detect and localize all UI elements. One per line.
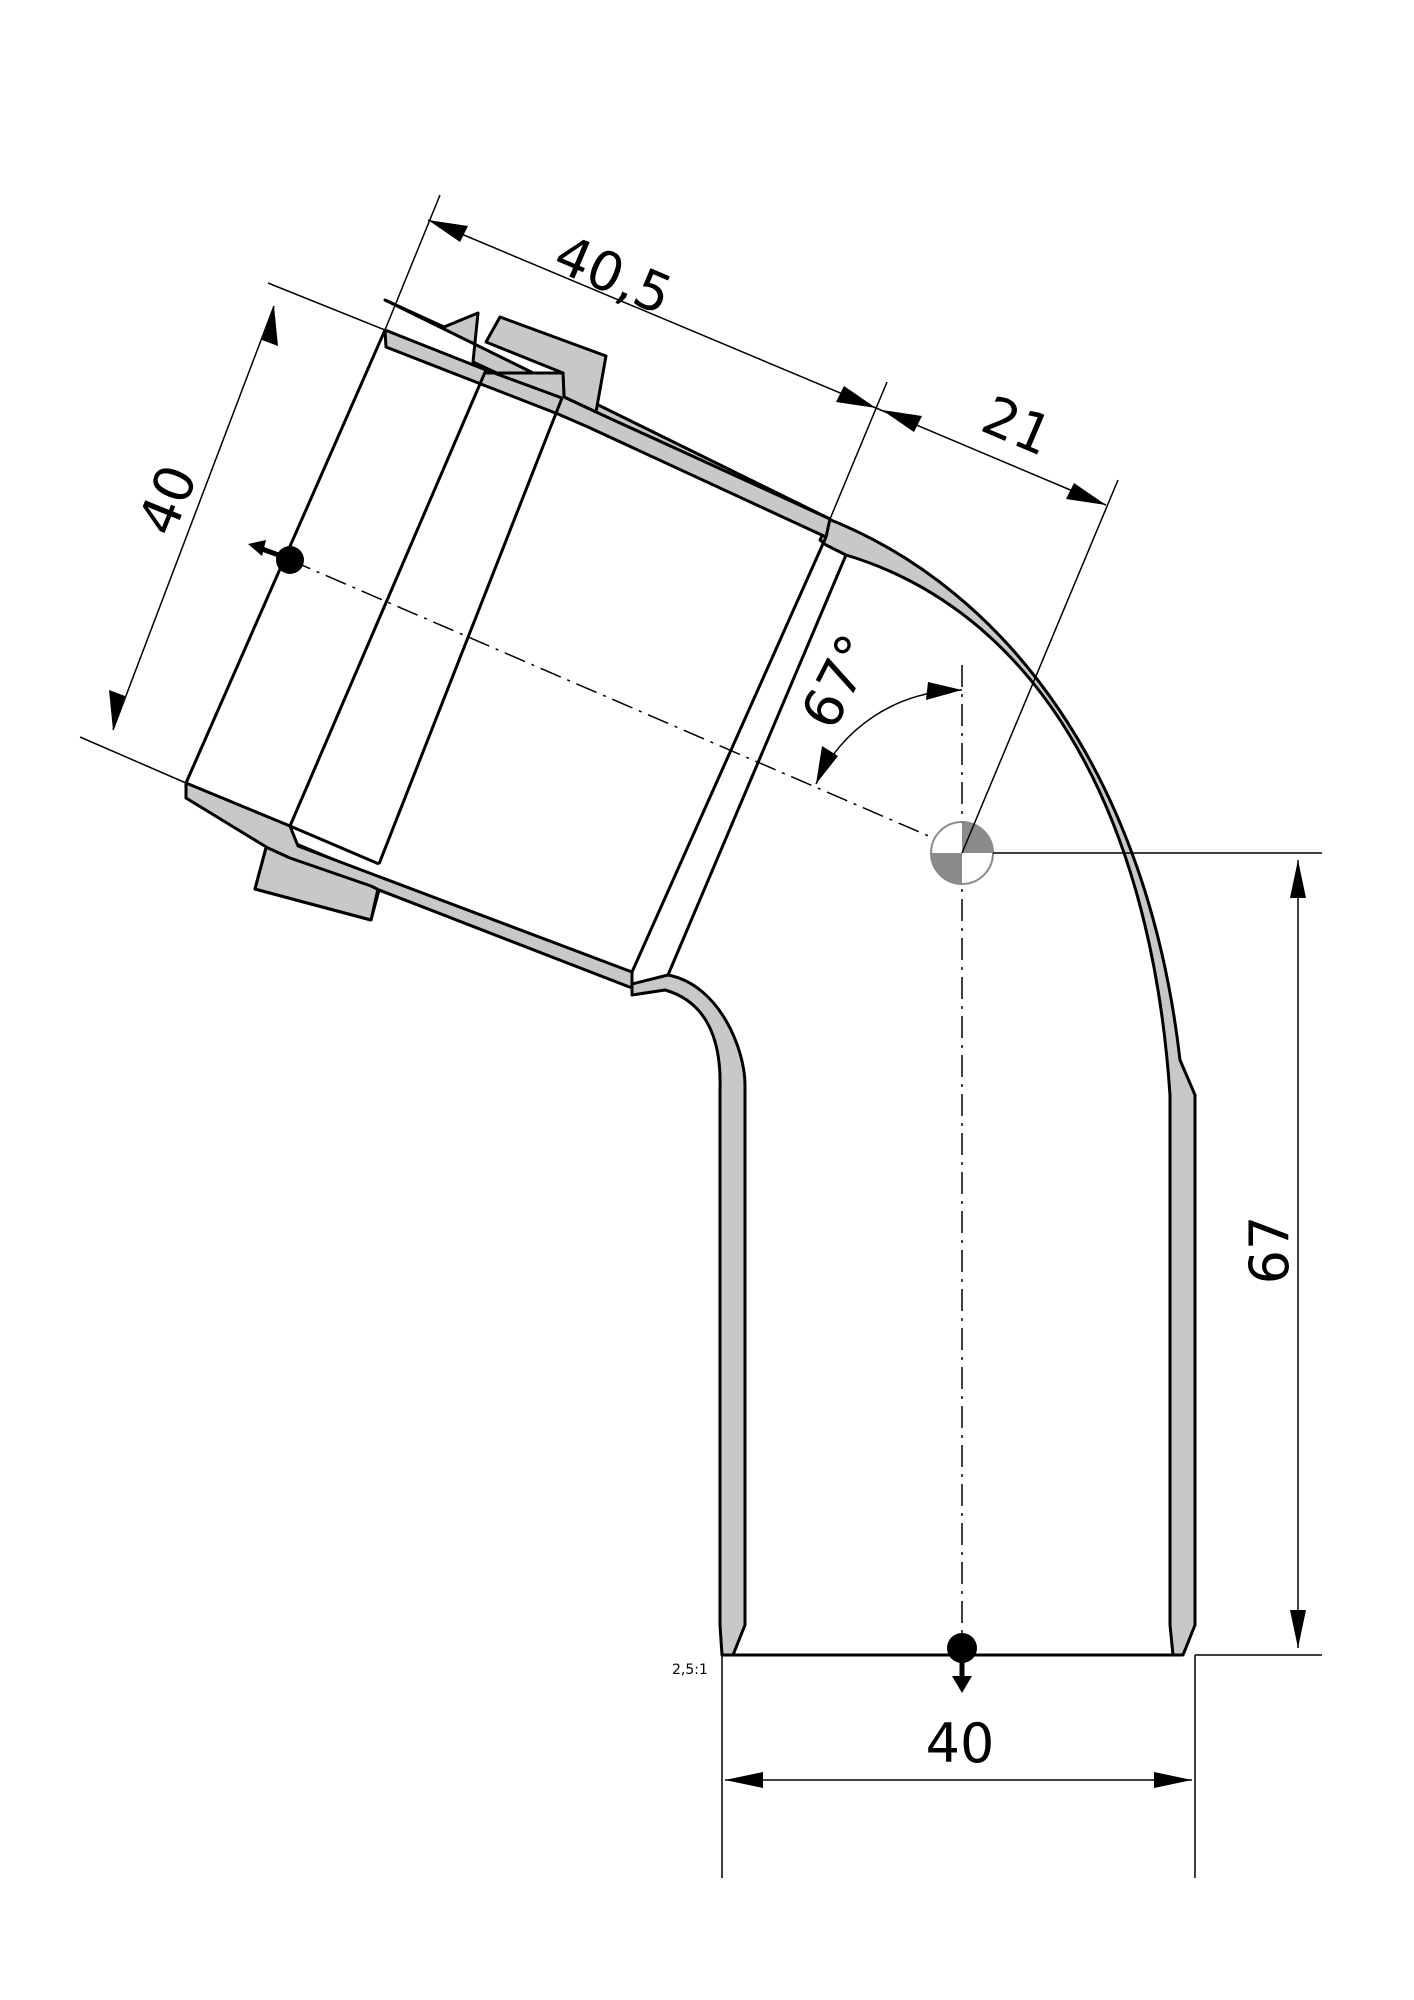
socket-inner-lines [184, 329, 848, 976]
label-socket-diameter: 40 [126, 456, 210, 543]
dimension-bend-offset: 21 [875, 384, 1119, 854]
label-socket-length: 40,5 [546, 222, 681, 327]
socket-wall-bottom [184, 781, 634, 990]
dimension-socket-length: 40,5 [384, 194, 888, 520]
label-outlet-diameter: 40 [926, 1712, 995, 1775]
dimension-angle: 67° [789, 625, 963, 785]
socket-axis [289, 559, 969, 854]
inner-wall [184, 796, 747, 1657]
dimension-outlet-diameter: 40 [721, 1655, 1196, 1878]
label-bend-offset: 21 [973, 384, 1061, 469]
dimension-height: 67 [993, 852, 1322, 1656]
outlet-connection-point [947, 1633, 977, 1693]
scale-label: 2,5:1 [672, 1662, 708, 1678]
outer-wall [383, 298, 1197, 1657]
center-lines [289, 559, 969, 1645]
socket-connection-point [248, 540, 304, 574]
label-angle: 67° [789, 625, 889, 739]
label-height: 67 [1238, 1216, 1301, 1285]
pipe-wall [184, 298, 1197, 1657]
